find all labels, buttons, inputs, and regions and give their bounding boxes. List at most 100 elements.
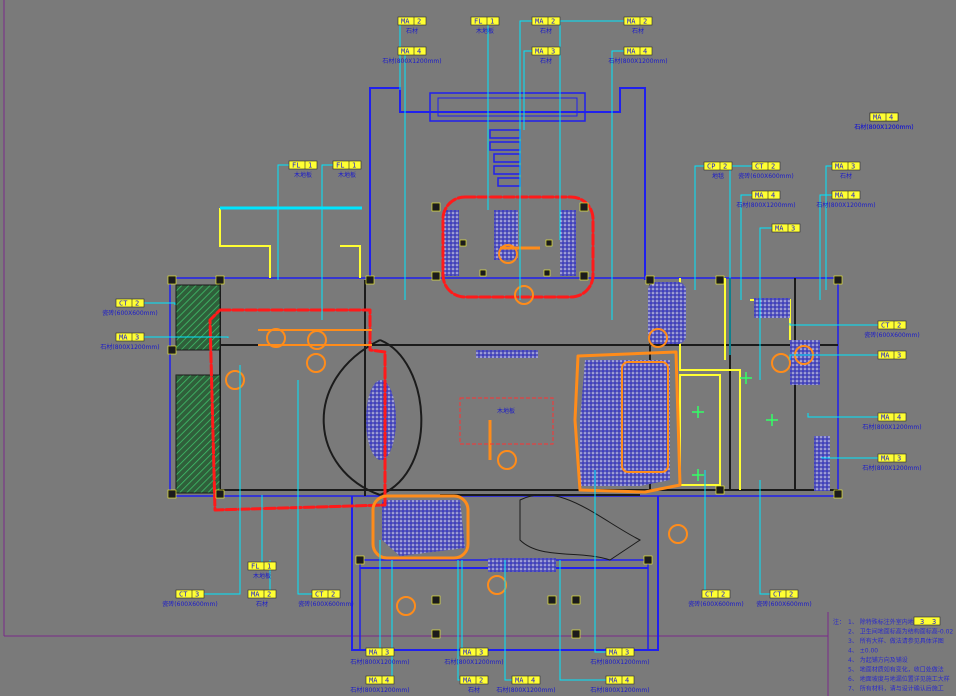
tag-number: 3 bbox=[791, 225, 795, 233]
tag-number: 2 bbox=[551, 18, 555, 26]
interior-walls bbox=[219, 278, 838, 561]
note-ref-2: 3 bbox=[932, 618, 936, 626]
leader-line bbox=[789, 354, 892, 360]
tag-box bbox=[247, 589, 277, 599]
center-rug bbox=[459, 397, 554, 445]
tag-box bbox=[397, 46, 427, 56]
leader-line bbox=[404, 50, 412, 300]
sheet-border bbox=[3, 0, 829, 696]
tag-code: CT bbox=[315, 591, 324, 599]
leader-line bbox=[130, 336, 229, 338]
tag-number: 4 bbox=[889, 114, 893, 122]
tag-code: FL bbox=[251, 563, 259, 571]
tag-material: 石材 bbox=[840, 172, 852, 180]
tag-number: 2 bbox=[723, 163, 727, 171]
tag-code: MA bbox=[251, 591, 260, 599]
hatched-areas bbox=[175, 210, 830, 572]
tag-material: 瓷砖(600X600mm) bbox=[738, 172, 793, 180]
tag-material: 瓷砖(600X600mm) bbox=[102, 309, 157, 317]
tag-number: 1 bbox=[490, 18, 494, 26]
revision-clouds bbox=[208, 195, 595, 512]
center-floor-label: 木地板 bbox=[497, 407, 515, 415]
tag-number: 3 bbox=[897, 455, 901, 463]
tag-number: 2 bbox=[417, 18, 421, 26]
tag-material: 石材(800X1200mm) bbox=[736, 201, 795, 209]
tag-code: MA bbox=[369, 677, 378, 685]
tag-number: 2 bbox=[721, 591, 725, 599]
note-ref-box bbox=[913, 616, 941, 626]
tag-material: 瓷砖(600X600mm) bbox=[688, 600, 743, 608]
leader-line bbox=[277, 164, 303, 280]
tag-code: MA bbox=[369, 649, 378, 657]
tag-material: 木地板 bbox=[253, 572, 271, 580]
tag-box bbox=[877, 453, 907, 463]
leader-line bbox=[694, 165, 718, 290]
tag-material: 瓷砖(600X600mm) bbox=[756, 600, 811, 608]
tag-box bbox=[623, 46, 653, 56]
leader-line bbox=[825, 165, 846, 290]
tag-number: 4 bbox=[417, 48, 421, 56]
tag-material: 木地板 bbox=[294, 171, 312, 179]
note-ref-1: 3 bbox=[920, 618, 924, 626]
tag-code: MA bbox=[463, 649, 472, 657]
tag-number: 3 bbox=[851, 163, 855, 171]
tag-number: 4 bbox=[851, 192, 855, 200]
tag-number: 3 bbox=[135, 334, 139, 342]
tag-material: 石材(800X1200mm) bbox=[862, 423, 921, 431]
tag-code: CT bbox=[881, 322, 890, 330]
tag-number: 2 bbox=[331, 591, 335, 599]
tag-code: MA bbox=[873, 114, 882, 122]
leader-line bbox=[740, 194, 766, 300]
note-line: 5、 地面材质如有变化，收口处做法 bbox=[848, 666, 944, 674]
tag-code: CT bbox=[119, 300, 128, 308]
tag-material: 石材(800X1200mm) bbox=[350, 686, 409, 694]
tag-number: 2 bbox=[789, 591, 793, 599]
leader-line bbox=[461, 560, 474, 653]
tag-number: 4 bbox=[625, 677, 629, 685]
tag-material: 石材(800X1200mm) bbox=[608, 57, 667, 65]
tag-code: MA bbox=[609, 649, 618, 657]
tag-number: 2 bbox=[135, 300, 139, 308]
tag-box bbox=[247, 561, 277, 571]
tag-number: 4 bbox=[385, 677, 389, 685]
tag-code: MA bbox=[119, 334, 128, 342]
tag-number: 2 bbox=[897, 322, 901, 330]
tag-number: 3 bbox=[551, 48, 555, 56]
tag-box bbox=[769, 589, 799, 599]
leader-line bbox=[504, 560, 526, 681]
tag-box bbox=[332, 160, 362, 170]
tag-code: FL bbox=[292, 162, 300, 170]
tag-number: 2 bbox=[267, 591, 271, 599]
tag-box bbox=[531, 46, 561, 56]
tag-box bbox=[831, 161, 861, 171]
tag-material: 瓷砖(600X600mm) bbox=[298, 600, 353, 608]
tag-code: MA bbox=[835, 192, 844, 200]
tag-code: FL bbox=[336, 162, 344, 170]
tag-code: CT bbox=[179, 591, 188, 599]
tag-code: MA bbox=[463, 677, 472, 685]
tag-material: 石材(800X1200mm) bbox=[350, 658, 409, 666]
tag-number: 4 bbox=[897, 414, 901, 422]
tag-box bbox=[470, 16, 500, 26]
tag-box bbox=[511, 675, 541, 685]
tag-material: 石材 bbox=[632, 27, 644, 35]
tag-number: 2 bbox=[643, 18, 647, 26]
stair-treads bbox=[489, 129, 521, 187]
